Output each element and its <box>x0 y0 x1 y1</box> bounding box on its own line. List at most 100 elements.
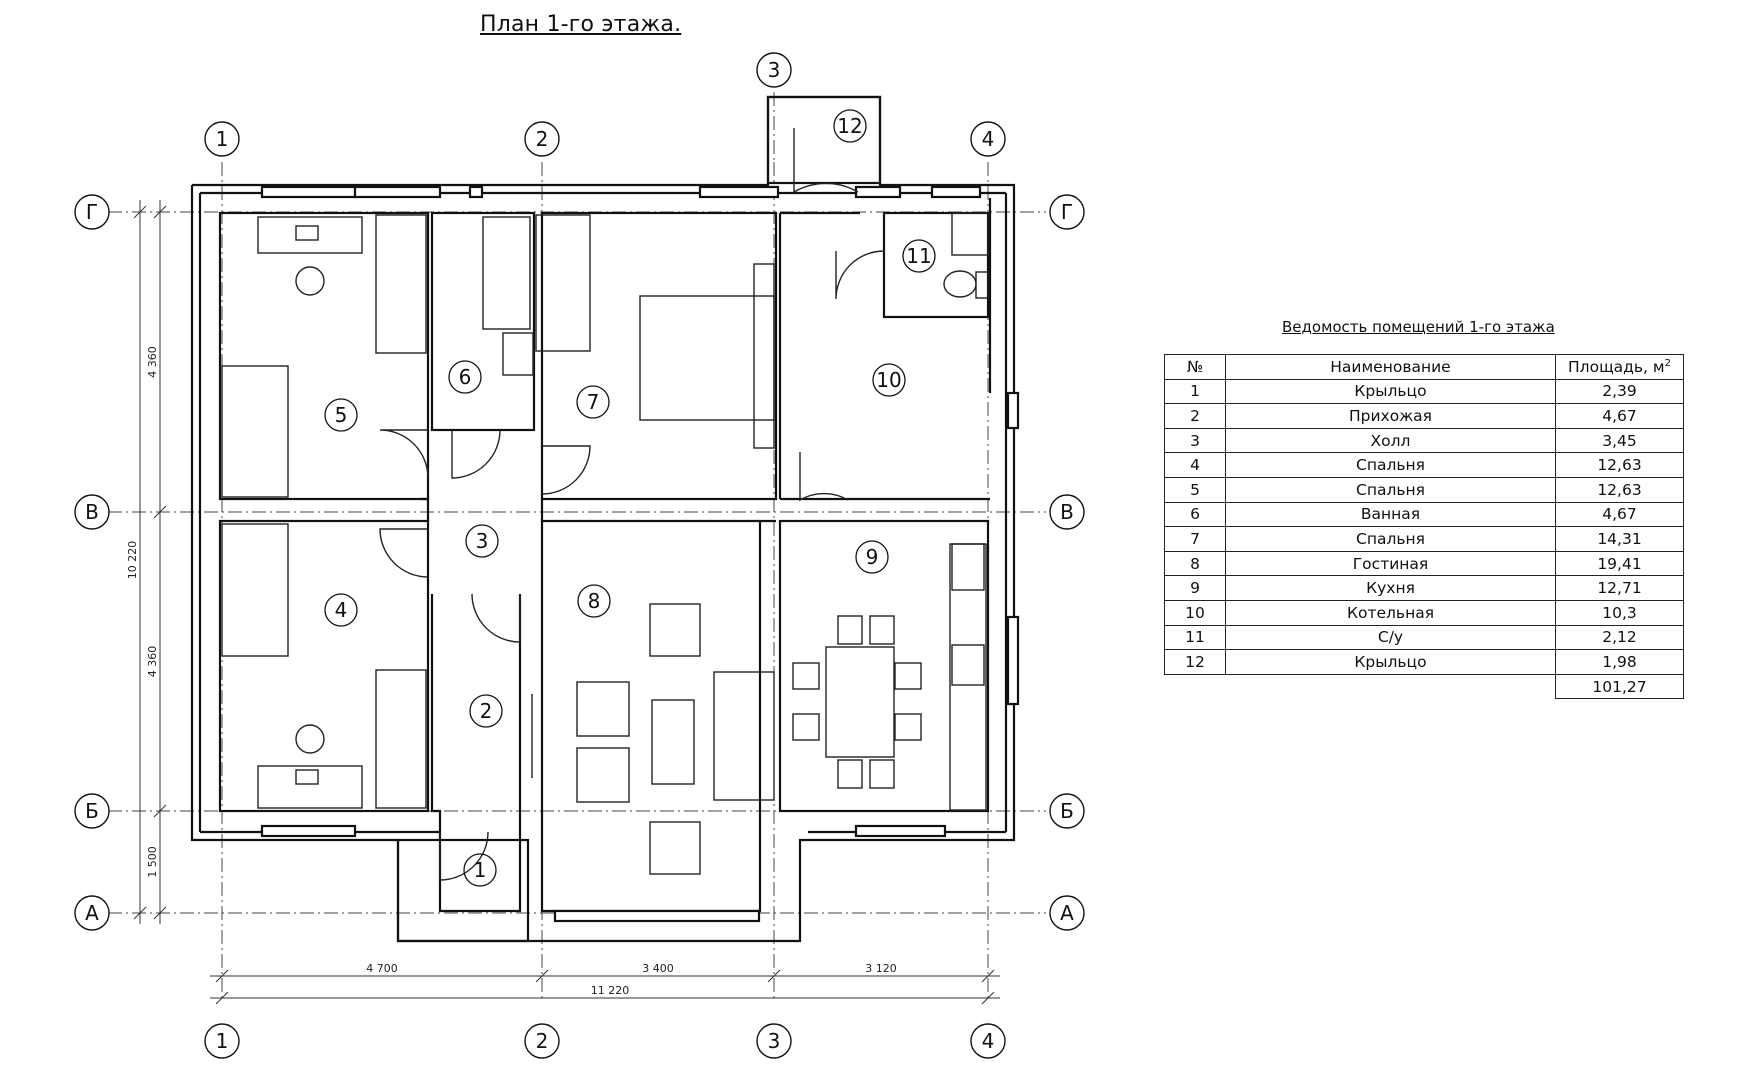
chair-room-4 <box>295 724 325 754</box>
axis-bubble-row-right-3-label: Б <box>1060 799 1074 823</box>
axis-bubble-col-2-bottom-circle <box>524 1023 560 1059</box>
window-top-5 <box>930 185 982 199</box>
door-room-5 <box>379 429 429 479</box>
exterior-wall-outer-left <box>190 185 528 943</box>
bathtub <box>482 216 531 330</box>
dim-label-left-1: 4 360 <box>146 646 159 678</box>
axis-bubble-col-3-top-label: 3 <box>768 58 781 82</box>
window-top-3 <box>468 185 484 199</box>
schedule-cell-num: 8 <box>1164 550 1226 577</box>
window-right-1 <box>1006 615 1020 706</box>
kitchen-sink <box>951 644 985 686</box>
desk-room-5 <box>257 216 363 254</box>
blank-cell <box>1165 674 1226 699</box>
door-porch-1 <box>439 831 489 881</box>
axis-bubble-col-2-top-label: 2 <box>536 127 549 151</box>
doors <box>379 128 885 881</box>
schedule-cell-num: 1 <box>1164 378 1226 405</box>
axis-bubble-col-1-bottom-circle <box>204 1023 240 1059</box>
schedule-cell-num: 2 <box>1164 403 1226 429</box>
room-number-9: 9 <box>866 545 879 569</box>
room-number-7: 7 <box>587 390 600 414</box>
wardrobe-room-5 <box>375 214 427 354</box>
room-number-5: 5 <box>335 403 348 427</box>
armchair-top <box>649 603 701 657</box>
schedule-cell-area: 10,3 <box>1555 599 1684 626</box>
axis-bubble-col-3-bottom-circle <box>756 1023 792 1059</box>
dining-chair-1 <box>869 615 895 645</box>
schedule-cell-num: 6 <box>1164 501 1226 528</box>
schedule-cell-area: 12,63 <box>1555 452 1684 478</box>
axis-bubble-col-3-bottom-label: 3 <box>768 1029 781 1053</box>
axis-bubble-row-right-1-circle <box>1049 194 1085 230</box>
room-number-1: 1 <box>474 858 487 882</box>
axis-bubble-col-1-bottom-label: 1 <box>216 1029 229 1053</box>
axis-bubble-col-4-bottom-label: 4 <box>982 1029 995 1053</box>
door-hall-2 <box>471 593 521 643</box>
schedule-cell-name: Спальня <box>1225 476 1556 503</box>
schedule-cell-area: 2,12 <box>1555 624 1684 651</box>
room-5-outline <box>218 211 430 501</box>
exterior-wall-outer <box>192 95 1016 943</box>
washbasin-wc <box>951 212 989 256</box>
schedule-total-row: 101,27 <box>1165 673 1684 700</box>
axis-grid <box>108 92 1046 1000</box>
wardrobe-room-4 <box>375 669 427 809</box>
schedule-cell-name: Кухня <box>1225 575 1556 601</box>
schedule-cell-area: 2,39 <box>1555 378 1684 405</box>
dim-label-total-left: 10 220 <box>126 541 139 580</box>
schedule-cell-name: Котельная <box>1225 599 1556 626</box>
axis-bubble-col-1-top-circle <box>204 121 240 157</box>
axis-bubble-row-right-3-circle <box>1049 793 1085 829</box>
schedule-cell-area: 4,67 <box>1555 501 1684 528</box>
schedule-cell-num: 7 <box>1164 526 1226 552</box>
porch-1-outline <box>396 838 530 943</box>
axis-bubble-col-1-top-label: 1 <box>216 127 229 151</box>
dining-chair-side-0 <box>792 662 820 690</box>
axis-bubble-row-right-4-label: А <box>1060 901 1074 925</box>
armchair-bottom <box>649 821 701 875</box>
room-bubble-7 <box>576 385 610 419</box>
room-bubble-6 <box>448 360 482 394</box>
room-bubble-12 <box>833 109 867 143</box>
dining-table <box>825 646 895 758</box>
axis-bubble-col-4-top-circle <box>970 121 1006 157</box>
schedule-cell-area: 19,41 <box>1555 550 1684 577</box>
door-room-10 <box>799 452 849 502</box>
dining-chair-side-2 <box>894 662 922 690</box>
schedule-cell-name: Гостиная <box>1225 550 1556 577</box>
room-4-outline <box>218 519 430 813</box>
axis-bubble-row-right-2-circle <box>1049 494 1085 530</box>
room-bubble-8 <box>577 584 611 618</box>
door-room-7 <box>541 445 591 495</box>
door-wc <box>835 250 885 300</box>
axis-bubble-row-left-4-label: А <box>85 901 99 925</box>
schedule-cell-area: 4,67 <box>1555 403 1684 429</box>
armchair-left-2 <box>576 747 630 803</box>
sofa <box>713 671 775 801</box>
schedule-cell-name: Крыльцо <box>1225 378 1556 405</box>
axis-bubble-row-left-1-circle <box>74 194 110 230</box>
schedule-cell-area: 1,98 <box>1555 649 1684 675</box>
schedule-cell-name: Спальня <box>1225 452 1556 478</box>
axis-bubble-col-4-bottom-circle <box>970 1023 1006 1059</box>
schedule-cell-name: Ванная <box>1225 501 1556 528</box>
schedule-cell-num: 10 <box>1164 599 1226 626</box>
dim-tick-total-0 <box>215 991 229 1005</box>
coffee-table <box>651 699 695 785</box>
laptop-room-4 <box>295 769 319 785</box>
axis-bubble-row-right-1-label: Г <box>1061 200 1073 224</box>
laptop-room-5 <box>295 225 319 241</box>
schedule-title: Ведомость помещений 1-го этажа <box>1282 318 1555 336</box>
room-8-outline <box>540 521 762 913</box>
